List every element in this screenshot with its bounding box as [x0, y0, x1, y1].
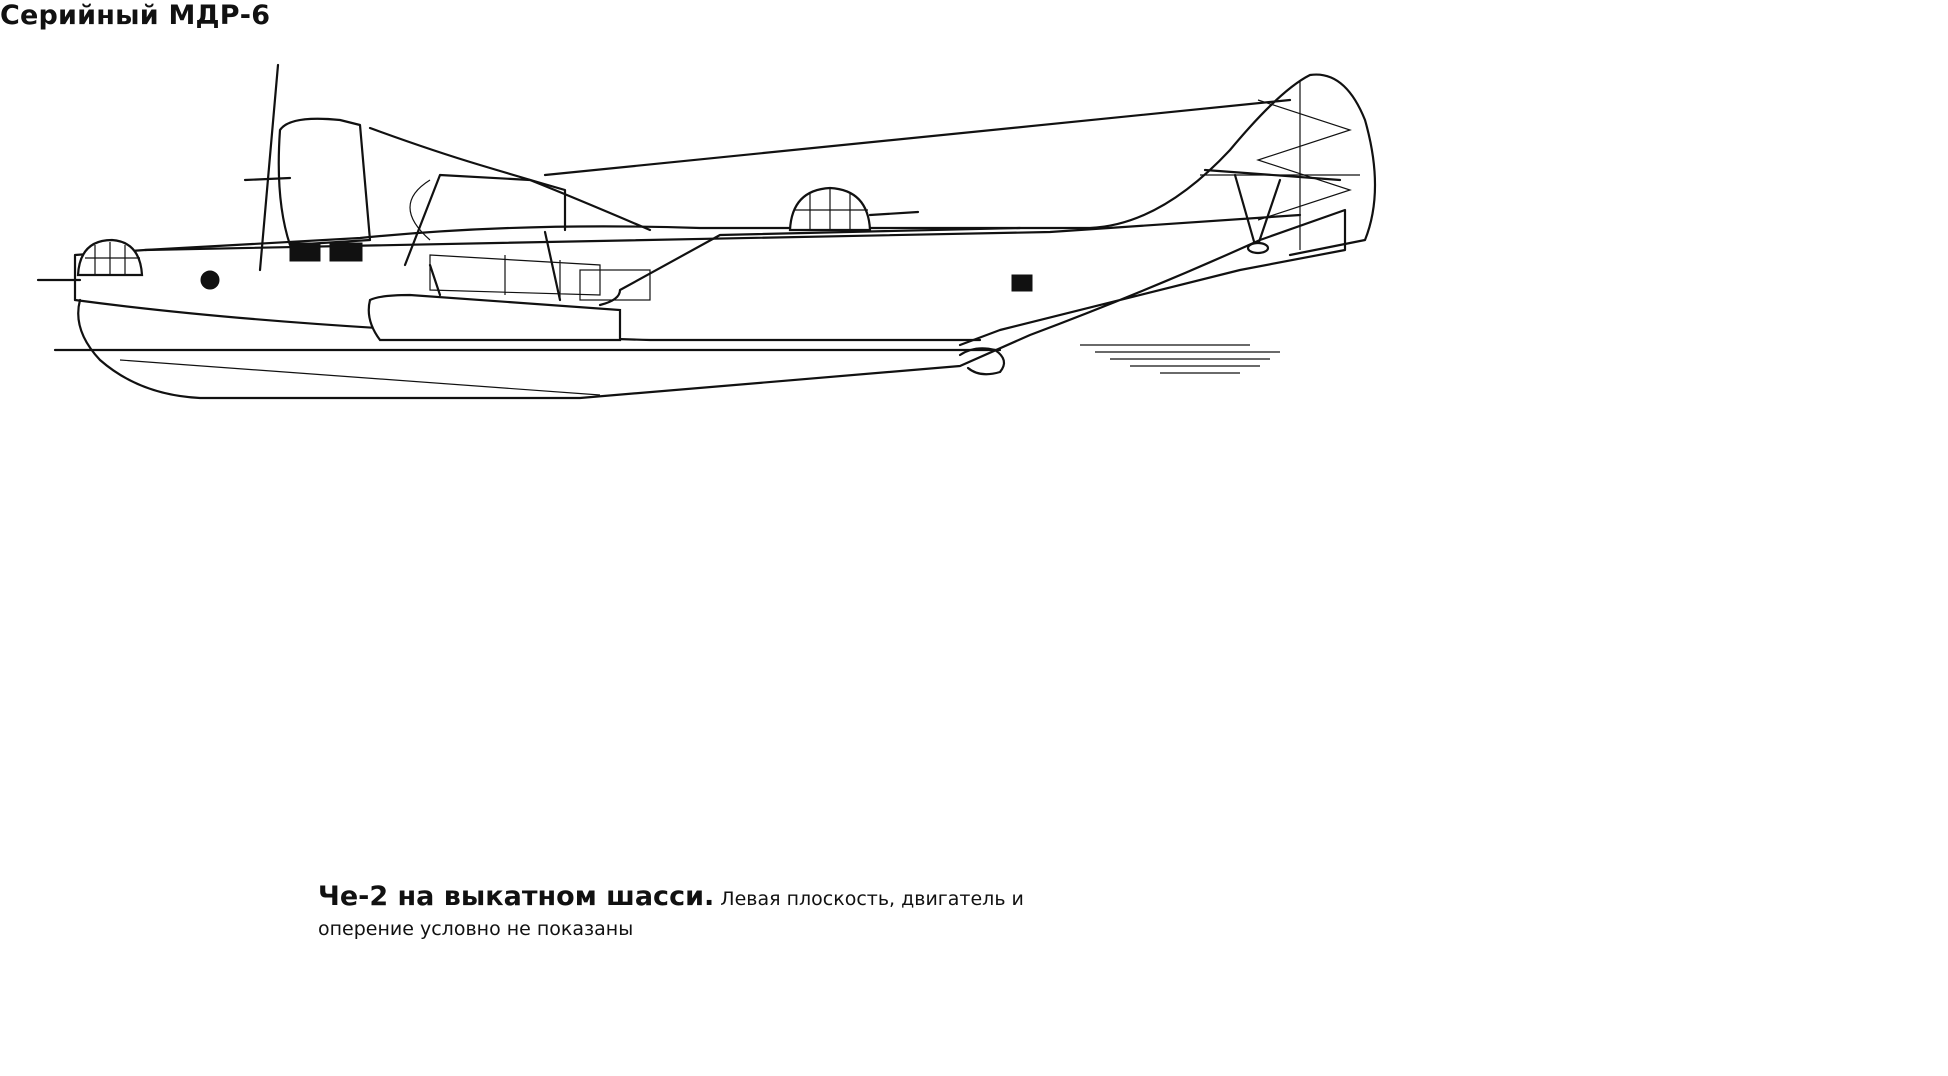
- tail-fin: [1200, 80, 1360, 250]
- hull: [77, 208, 1347, 400]
- caption-che2-note: Левая плоскость, двигатель и оперение ус…: [318, 888, 1024, 940]
- caption-serial-mdr6: Серийный МДР-6: [0, 0, 271, 31]
- side-view-serial-mdr6: [36, 63, 1377, 400]
- fuselage-top: [143, 73, 1377, 257]
- caption-che2-title: Че-2 на выкатном шасси.: [318, 881, 715, 912]
- caption-che2: Че-2 на выкатном шасси. Левая плоскость,…: [318, 882, 1078, 944]
- water-ripples: [1080, 344, 1280, 374]
- float: [367, 293, 622, 342]
- propeller: [243, 63, 292, 272]
- wing: [543, 98, 1292, 177]
- engine-nacelle: [277, 117, 372, 247]
